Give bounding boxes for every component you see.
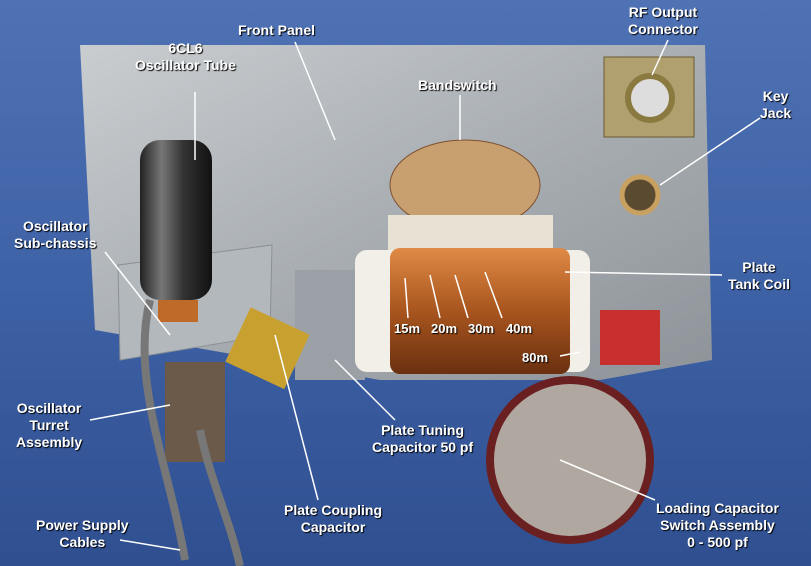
- label-line: Capacitor 50 pf: [372, 439, 474, 455]
- loading-capacitor: [600, 310, 660, 365]
- label-line: Oscillator: [22, 218, 88, 234]
- label-line: 6CL6: [168, 40, 203, 56]
- label-band-80m: 80m: [522, 350, 549, 365]
- turret-assembly: [165, 362, 225, 462]
- label-line: Oscillator: [16, 400, 82, 416]
- label-line: Jack: [760, 105, 792, 121]
- label-line: Plate Tuning: [381, 422, 465, 438]
- plate-tank-coil: [390, 248, 570, 374]
- label-line: Cables: [59, 534, 106, 550]
- label-line: Switch Assembly: [660, 517, 775, 533]
- label-line: 0 - 500 pf: [687, 534, 748, 550]
- label-line: Assembly: [16, 434, 83, 450]
- label-line: Power Supply: [36, 517, 129, 533]
- label-line: Sub-chassis: [14, 235, 97, 251]
- label-line: Plate: [742, 259, 776, 275]
- label-line: Connector: [628, 21, 698, 37]
- label-line: Capacitor: [300, 519, 366, 535]
- coupling-capacitor: [225, 307, 310, 390]
- label-bandswitch: Bandswitch: [418, 77, 497, 93]
- loading-switch: [486, 376, 654, 544]
- tube-base: [158, 300, 198, 322]
- label-line: Tank Coil: [728, 276, 790, 292]
- label-front-panel: Front Panel: [238, 22, 316, 38]
- label-band-15m: 15m: [394, 321, 421, 336]
- label-line: RF Output: [628, 4, 698, 20]
- coil-form-bracket: [388, 215, 553, 250]
- label-line: Plate Coupling: [284, 502, 382, 518]
- label-band-30m: 30m: [468, 321, 495, 336]
- tuning-capacitor: [295, 270, 365, 380]
- leader-lines: [89, 39, 761, 551]
- label-band-20m: 20m: [431, 321, 458, 336]
- label-line: Key: [762, 88, 789, 104]
- label-band-40m: 40m: [506, 321, 533, 336]
- rf-connector: [625, 73, 675, 123]
- label-line: Oscillator Tube: [135, 57, 236, 73]
- power-supply-cables: [140, 299, 244, 566]
- label-line: Turret: [29, 417, 69, 433]
- key-jack: [619, 174, 661, 216]
- tube-glass: [140, 140, 212, 300]
- label-line: Loading Capacitor: [656, 500, 779, 516]
